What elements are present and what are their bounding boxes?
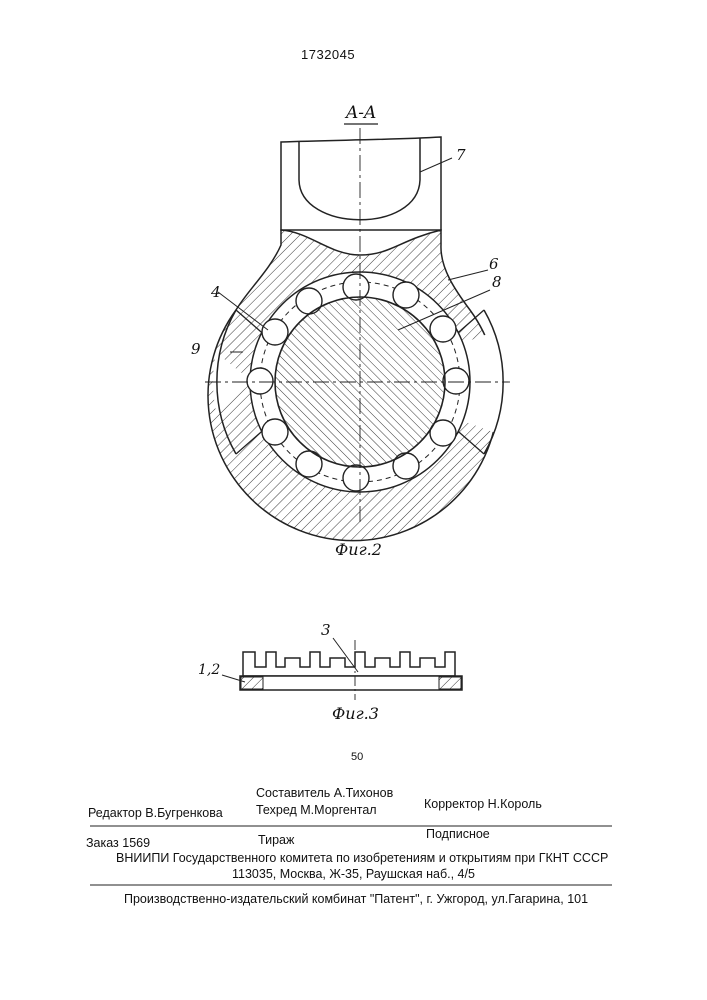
techred: Техред М.Моргентал: [256, 803, 377, 817]
base-strip: [240, 676, 462, 690]
figure-2-caption: Фиг.2: [335, 540, 382, 559]
callout-6: 6: [489, 255, 499, 273]
callout-4: 4: [211, 283, 221, 301]
institute: ВНИИПИ Государственного комитета по изоб…: [116, 851, 608, 865]
callout-8: 8: [492, 273, 502, 291]
figure-2: [205, 124, 510, 541]
callout-1-2: 1,2: [198, 662, 220, 678]
lever-arm: [281, 137, 441, 230]
figure-3-caption: Фиг.3: [332, 704, 379, 723]
figure-3: [222, 638, 462, 700]
section-label: A-A: [346, 103, 376, 123]
callout-7: 7: [456, 146, 466, 164]
address: 113035, Москва, Ж-35, Раушская наб., 4/5: [232, 867, 475, 881]
publisher: Производственно-издательский комбинат "П…: [124, 892, 588, 906]
subscription: Подписное: [426, 827, 490, 841]
corrector: Корректор Н.Король: [424, 797, 542, 811]
order: Заказ 1569: [86, 836, 150, 850]
circulation: Тираж: [258, 833, 294, 847]
line-number: 50: [351, 751, 363, 763]
compiler: Составитель А.Тихонов: [256, 786, 393, 800]
comb-part: [243, 652, 455, 676]
callout-9: 9: [191, 340, 201, 358]
callout-3: 3: [321, 621, 331, 639]
editor: Редактор В.Бугренкова: [88, 806, 223, 820]
